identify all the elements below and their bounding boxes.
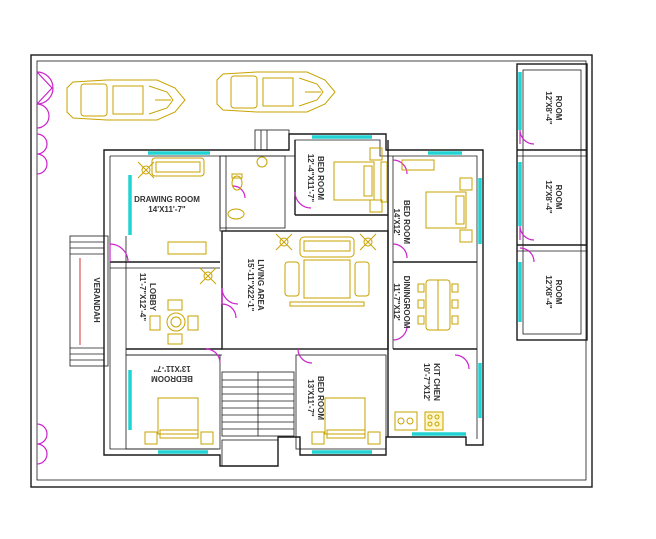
label-bed3: BED ROOM 13'X11'-7" — [306, 376, 325, 420]
plot-boundary — [30, 54, 593, 488]
bed2-furniture — [401, 159, 473, 243]
room-size-bedroom4: 13'X11'-7" — [153, 364, 191, 373]
label-bed1: BED ROOM 12'-4"X11'-7" — [306, 154, 325, 203]
car-icon-right — [216, 71, 336, 113]
staircase — [221, 371, 295, 467]
drawing-room-furniture — [137, 157, 207, 255]
room-size-shop1: 12'X8'-4" — [544, 91, 553, 125]
windows — [128, 135, 482, 454]
room-name-bedroom4: BEDROOM — [151, 374, 193, 383]
room-size-kitchen: 10'-7"X12' — [422, 363, 431, 401]
room-size-drawing: 14'X11'-7" — [148, 205, 186, 214]
room-size-dining: 11'-7"X12' — [392, 283, 401, 321]
doors — [109, 159, 470, 370]
room-name-bed3: BED ROOM — [316, 376, 325, 420]
room-size-living: 15'-11"X22'-1" — [246, 259, 255, 312]
room-size-bed1: 12'-4"X11'-7" — [306, 154, 315, 203]
room-size-lobby: 11'-7"X12'-4" — [138, 273, 147, 322]
bedroom4-furniture — [144, 397, 214, 445]
room-name-bed1: BED ROOM — [316, 156, 325, 200]
kitchen-furniture — [394, 411, 444, 431]
room-name-lobby: LOBBY — [148, 283, 157, 312]
label-bed2: BED ROOM 14'X12' — [392, 200, 411, 244]
room-size-shop3: 12'X8'-4" — [544, 275, 553, 309]
verandah-area — [69, 235, 109, 367]
shop-rooms — [516, 63, 588, 341]
car-icon-left — [66, 79, 186, 121]
room-name-drawing: DRAWING ROOM — [134, 195, 200, 204]
label-shop3: ROOM 12'X8'-4" — [544, 275, 563, 309]
shaft — [254, 129, 290, 151]
room-name-shop2: ROOM — [554, 185, 563, 210]
room-name-kitchen: KIT CHEN — [432, 363, 441, 401]
room-name-shop3: ROOM — [554, 280, 563, 305]
room-name-verandah: VERANDAH — [92, 277, 101, 323]
room-size-shop2: 12'X8'-4" — [544, 180, 553, 214]
bed1-furniture — [333, 147, 388, 213]
room-name-living: LIVING AREA — [256, 259, 265, 310]
toilet-fixtures — [227, 156, 268, 220]
label-living: LIVING AREA 15'-11"X22'-1" — [246, 259, 265, 312]
gate-arcs — [36, 71, 54, 465]
room-name-dining: DININGROOM — [402, 276, 411, 329]
label-shop2: ROOM 12'X8'-4" — [544, 180, 563, 214]
label-dining: DININGROOM 11'-7"X12' — [392, 276, 411, 329]
label-shop1: ROOM 12'X8'-4" — [544, 91, 563, 125]
room-size-bed3: 13'X11'-7" — [306, 379, 315, 417]
room-name-shop1: ROOM — [554, 96, 563, 121]
bed3-furniture — [311, 397, 381, 445]
room-name-bed2: BED ROOM — [402, 200, 411, 244]
label-bedroom4: BEDROOM 13'X11'-7" — [151, 364, 193, 383]
lobby-furniture — [149, 267, 217, 345]
label-lobby: LOBBY 11'-7"X12'-4" — [138, 273, 157, 322]
living-room-furniture — [275, 233, 377, 307]
room-size-bed2: 14'X12' — [392, 209, 401, 236]
label-drawing: DRAWING ROOM 14'X11'-7" — [134, 195, 200, 214]
label-kitchen: KIT CHEN 10'-7"X12' — [422, 363, 441, 401]
dining-furniture — [417, 279, 459, 331]
label-verandah: VERANDAH — [92, 277, 101, 323]
internal-walls — [110, 140, 477, 450]
